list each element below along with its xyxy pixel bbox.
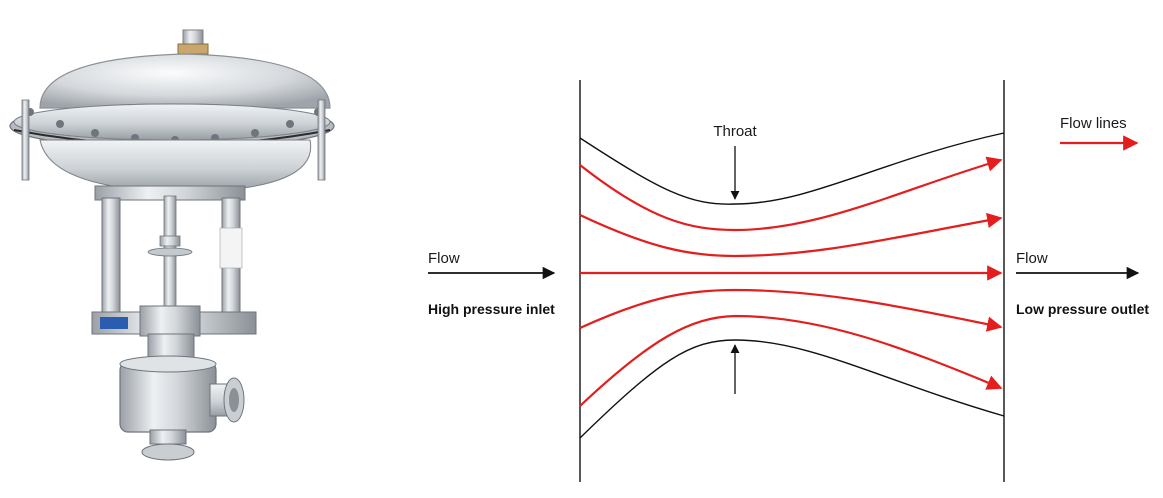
flow-line-5 (579, 314, 1003, 407)
outlet-pressure-label: Low pressure outlet (1016, 301, 1149, 317)
venturi-diagram: Throat Flow lines Flow High pressure inl… (428, 80, 1149, 482)
legend-label: Flow lines (1060, 115, 1127, 132)
inlet-pressure-label: High pressure inlet (428, 301, 555, 317)
inlet-flow-label: Flow (428, 250, 460, 267)
flow-line-4 (579, 288, 1003, 332)
throat-label: Throat (713, 123, 757, 140)
valve-photo (9, 29, 335, 461)
lower-wall (579, 339, 1005, 439)
outlet-flow-label: Flow (1016, 250, 1048, 267)
upper-wall (579, 132, 1005, 205)
flow-line-1 (579, 156, 1003, 232)
flow-line-2 (579, 212, 1003, 258)
